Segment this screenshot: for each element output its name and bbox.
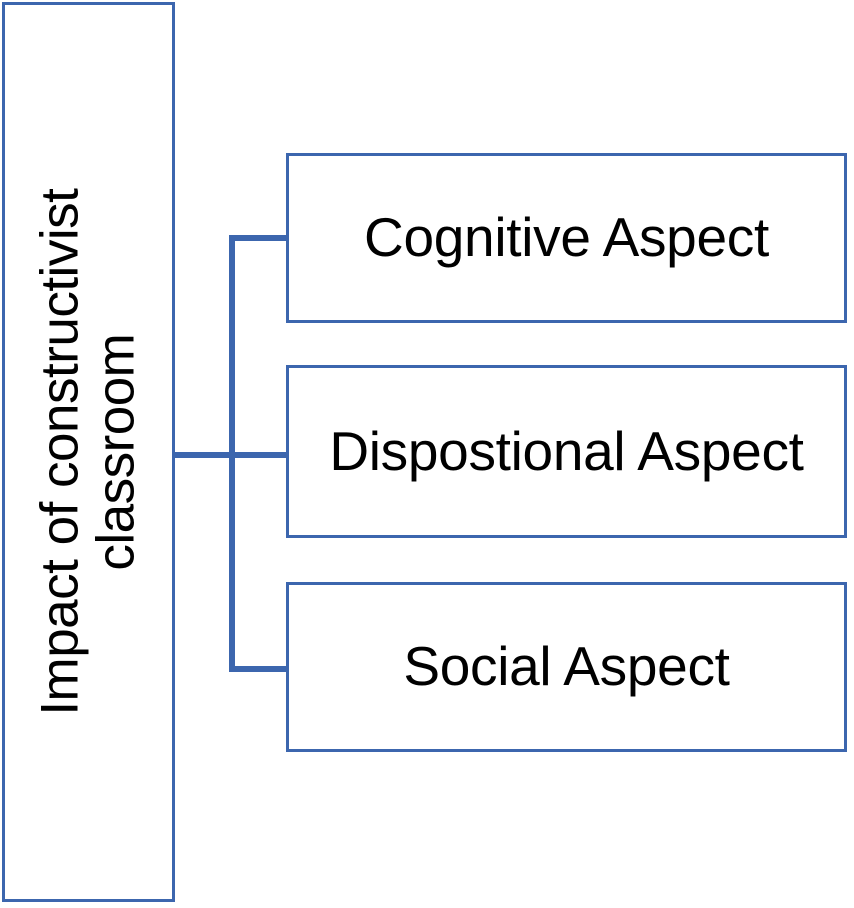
leaf-node-cognitive-aspect[interactable]: Cognitive Aspect (286, 153, 847, 323)
leaf-node-dispositional-aspect[interactable]: Dispostional Aspect (286, 365, 847, 538)
leaf-node-label-cognitive: Cognitive Aspect (364, 206, 769, 269)
root-node-label: Impact of constructivist classroom (30, 188, 146, 716)
leaf-node-social-aspect[interactable]: Social Aspect (286, 582, 847, 752)
root-node-impact-of-constructivist-classroom[interactable]: Impact of constructivist classroom (2, 2, 175, 902)
connector-stem-root-to-trunk (175, 452, 235, 458)
leaf-node-label-social: Social Aspect (403, 635, 730, 698)
root-node-text-wrapper: Impact of constructivist classroom (5, 5, 172, 899)
leaf-node-label-dispositional: Dispostional Aspect (329, 419, 804, 482)
connector-branch-social (229, 666, 286, 672)
connector-branch-cognitive (229, 235, 286, 241)
connector-branch-dispositional (229, 452, 286, 458)
root-node-label-line-2: classroom (86, 333, 146, 571)
root-node-label-line-1: Impact of constructivist (30, 188, 90, 716)
